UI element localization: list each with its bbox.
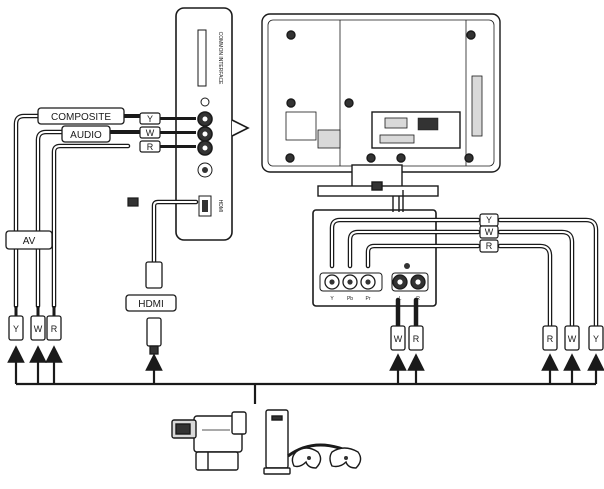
av-label-box [5, 230, 53, 250]
callout-labels: COMPOSITE AUDIO AV HDMI [5, 107, 177, 312]
jack-label-pb: Pb [347, 296, 353, 302]
hdmi-port-text: HDMI [217, 200, 223, 213]
component-plug-y: Y [486, 215, 492, 225]
panel-plug-y: Y [147, 114, 153, 124]
bottom-plug-av-y: Y [13, 324, 19, 334]
hdmi-label: HDMI [138, 299, 164, 310]
av-label: AV [23, 236, 36, 247]
bottom-plug-audio-r: R [413, 334, 420, 344]
camcorder-icon [171, 411, 247, 471]
hdmi-plug [145, 261, 163, 355]
common-interface-text: COMMON INTERFACE [217, 32, 223, 85]
component-plug-r: R [486, 241, 493, 251]
source-bus [7, 345, 604, 404]
bottom-plug-av-w: W [34, 324, 43, 334]
component-plug-w: W [485, 227, 494, 237]
jack-label-pr: Pr [366, 296, 371, 302]
jack-label-y: Y [330, 296, 334, 302]
tv-rear-illustration [261, 13, 501, 197]
game-console-icon [263, 409, 362, 475]
audio-label: AUDIO [70, 130, 102, 141]
jack-label-l: L [399, 296, 402, 302]
bottom-plug-comp-r: R [547, 334, 554, 344]
bottom-plug-av-r: R [51, 324, 58, 334]
bottom-plug-audio-w: W [394, 334, 403, 344]
component-input-panel: Y Pb Pr L R [312, 190, 437, 307]
bottom-plug-comp-w: W [568, 334, 577, 344]
tv-side-panel: COMMON INTERFACE HDMI [175, 7, 250, 241]
panel-plug-w: W [146, 128, 155, 138]
bottom-plugs [8, 306, 604, 351]
bottom-plug-comp-y: Y [593, 334, 599, 344]
jack-label-r: R [416, 296, 420, 302]
panel-plug-r: R [147, 142, 154, 152]
composite-label: COMPOSITE [51, 112, 111, 123]
hdmi-label-box [125, 294, 177, 312]
